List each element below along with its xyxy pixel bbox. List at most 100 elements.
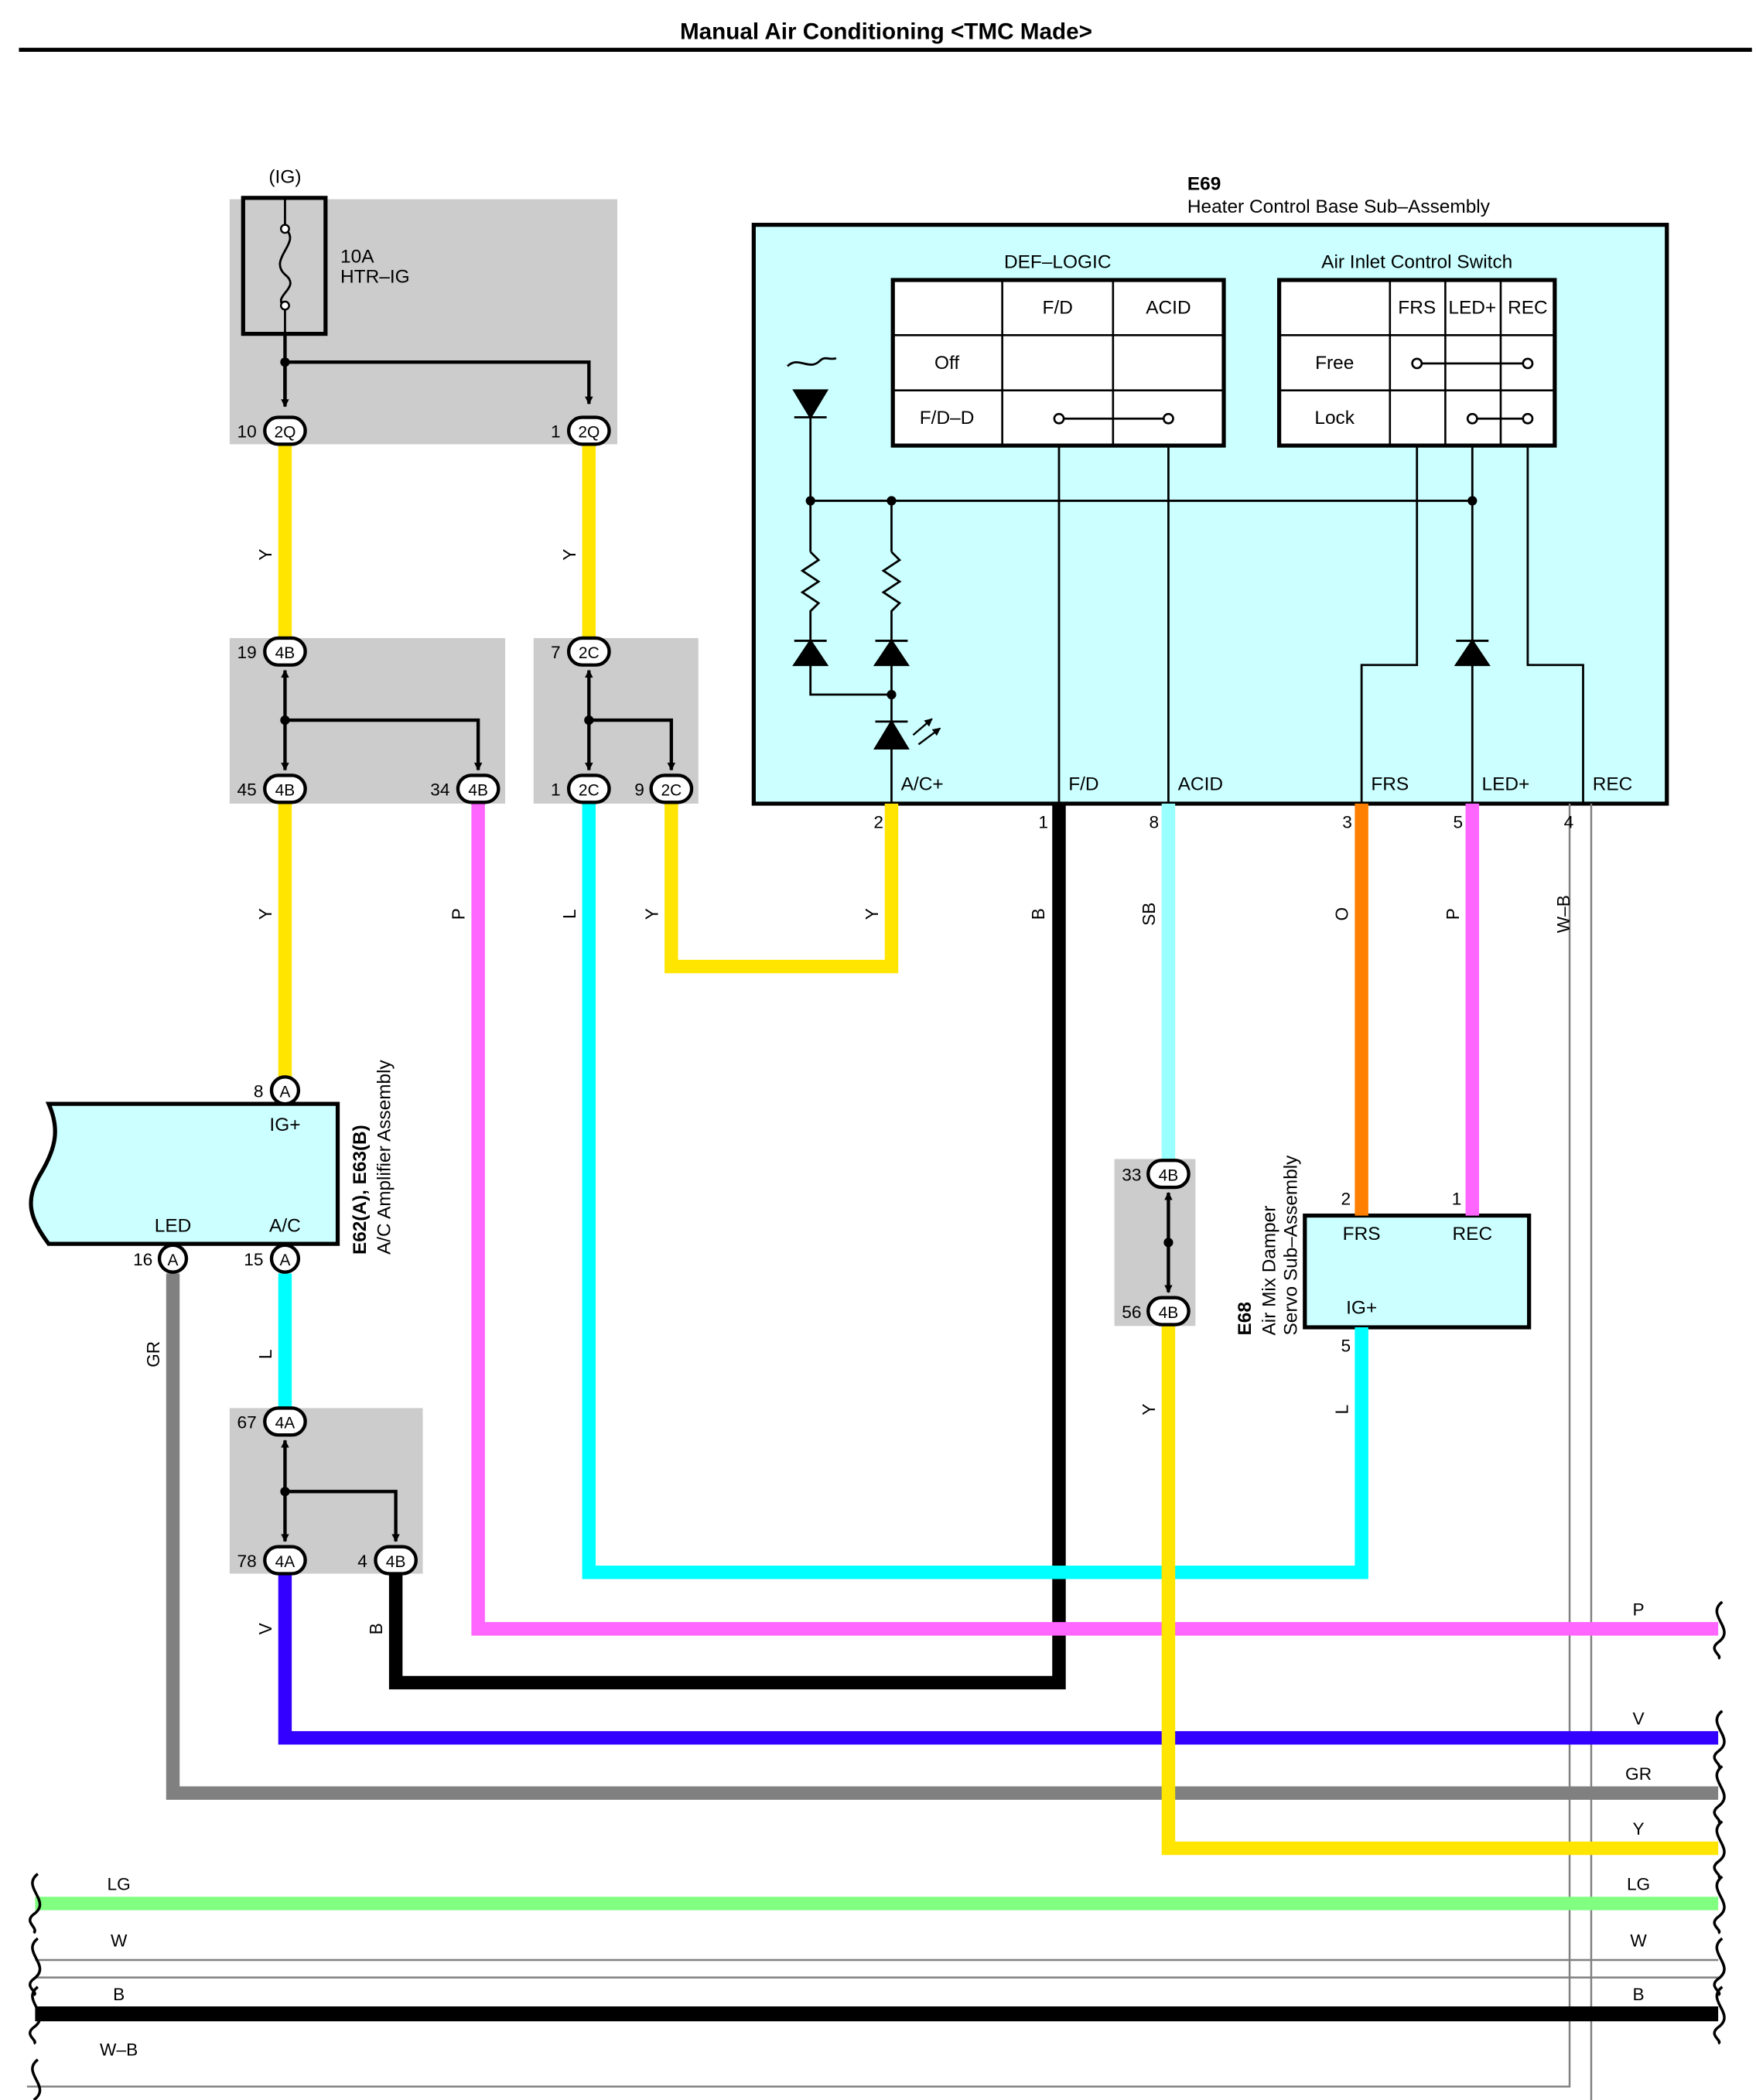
e68-rec-label: REC <box>1453 1224 1493 1245</box>
wire-w-white <box>35 1958 1719 1979</box>
amp-name: A/C Amplifier Assembly <box>374 1060 395 1255</box>
air-inlet-lock-node-rec <box>1522 412 1534 425</box>
node-bus-mid <box>887 496 897 506</box>
branch-right <box>881 500 902 804</box>
e68-frs-label: FRS <box>1343 1224 1381 1245</box>
connector-4b-19: 4B 19 <box>237 636 307 667</box>
e69-term-ac: A/C+ <box>901 774 944 795</box>
wire-label-right-b: B <box>1633 1984 1645 2004</box>
badge-shape <box>566 773 611 804</box>
connector-code: 4A <box>275 1553 296 1571</box>
air-inlet-col-frs: FRS <box>1398 298 1436 319</box>
connector-pin: 10 <box>237 422 257 442</box>
e69-name: Heater Control Base Sub–Assembly <box>1187 196 1491 217</box>
break-right-v <box>1713 1709 1726 1769</box>
connector-pin: 1 <box>551 780 561 800</box>
fuse-terminal-bottom <box>279 300 290 311</box>
e69-diodes <box>792 389 1491 750</box>
def-logic-col-fd: F/D <box>1043 298 1073 319</box>
diode-led-plus-icon <box>1454 638 1491 667</box>
wire-wb-rec <box>26 804 1593 2100</box>
fuse-terminal-top <box>279 224 290 234</box>
j4a-dot <box>280 1487 290 1497</box>
j4a-branch-line <box>285 1490 400 1542</box>
emission-arrow-2 <box>917 727 941 746</box>
e69-pin-led: 5 <box>1453 811 1463 831</box>
led-emission-arrows <box>912 718 941 746</box>
e68-name-line1: Air Mix Damper <box>1259 1206 1279 1336</box>
e69-pin-fd: 1 <box>1038 811 1048 831</box>
node-bus-right <box>1467 496 1478 506</box>
e69-nodes <box>805 496 1478 700</box>
wire-label-j4a-b: B <box>366 1623 386 1634</box>
connector-code: 4B <box>386 1553 406 1571</box>
j2c-branch-line <box>589 718 676 771</box>
diode-illum-icon <box>792 389 829 420</box>
break-right-b <box>1713 1986 1726 2045</box>
junction-lines <box>281 669 1173 1542</box>
wire-label-right-y: Y <box>1633 1818 1645 1839</box>
e68-ig-label: IG+ <box>1346 1298 1377 1319</box>
led-icon <box>873 719 910 750</box>
def-logic-node-fd <box>1053 412 1065 425</box>
badge-shape <box>374 1545 418 1576</box>
diode-mid-icon <box>873 638 910 667</box>
badge-shape <box>649 773 694 804</box>
route-frs <box>1360 446 1419 804</box>
terminal-conn: A <box>279 1083 290 1101</box>
terminal-circle <box>157 1243 189 1274</box>
badge-shape <box>263 1406 307 1437</box>
fuse-rating: 10A <box>340 246 374 267</box>
j4b-dot <box>280 715 290 726</box>
wire-label-j4a-v: V <box>255 1622 275 1634</box>
connector-code: 4B <box>468 782 488 800</box>
connector-code: 4B <box>275 782 296 800</box>
wire-label-right-w: W <box>1630 1931 1647 1951</box>
connector-4b-4: 4B 4 <box>357 1545 418 1576</box>
amp-ac-label: A/C <box>269 1215 301 1236</box>
connector-2q-1: 2Q 1 <box>551 415 611 446</box>
badge-shape <box>1146 1296 1191 1327</box>
badge-shape <box>456 773 500 804</box>
connector-pin: 9 <box>634 780 644 800</box>
route-rec <box>1526 446 1584 804</box>
connector-2c-9: 2C 9 <box>634 773 694 804</box>
fuse-region <box>229 199 617 445</box>
connector-4b-56: 4B 56 <box>1122 1296 1191 1327</box>
connector-4b-33: 4B 33 <box>1122 1159 1191 1190</box>
def-logic-table: DEF–LOGIC F/D ACID Off F/D–D <box>890 251 1226 448</box>
illumination-symbol <box>787 357 837 367</box>
connector-pin: 67 <box>237 1412 257 1432</box>
def-logic-col-acid: ACID <box>1146 298 1191 319</box>
connector-code: 2C <box>579 782 600 800</box>
connector-pin: 45 <box>237 780 257 800</box>
connector-pin: 1 <box>551 422 561 442</box>
e69-term-acid: ACID <box>1178 774 1223 795</box>
break-left-w <box>29 1937 42 1996</box>
badge-shape <box>263 773 307 804</box>
connector-code: 4B <box>1159 1166 1179 1184</box>
e68-pin-ig: 5 <box>1341 1335 1351 1355</box>
wire-y-56 <box>1161 1326 1719 1856</box>
air-inlet-row-free: Free <box>1315 353 1354 374</box>
wire-label-left-b: B <box>113 1984 125 2004</box>
connector-4b-45: 4B 45 <box>237 773 307 804</box>
fuse-element-icon <box>278 197 292 334</box>
connector-2c-7: 2C 7 <box>551 636 611 667</box>
terminal-pin: 16 <box>133 1249 152 1269</box>
e68-pin-rec: 1 <box>1452 1189 1462 1209</box>
wire-p-34 <box>471 804 1719 1636</box>
node-led-join <box>887 689 897 700</box>
j33-dot <box>1163 1238 1174 1248</box>
air-inlet-title: Air Inlet Control Switch <box>1321 251 1512 272</box>
break-right-w <box>1713 1937 1726 1996</box>
connector-badges: 2Q 10 2Q 1 4B 19 4B 45 4B 34 2C 7 <box>133 415 1191 1576</box>
def-logic-title: DEF–LOGIC <box>1004 251 1111 272</box>
wire-labels: Y Y Y P L Y Y B SB O P W–B GR L V B L Y … <box>100 548 1652 2059</box>
terminal-circle <box>269 1243 301 1274</box>
wire-l-2c <box>582 804 1368 1579</box>
wire-label-right-v: V <box>1633 1708 1645 1728</box>
e69-pin-acid: 8 <box>1150 811 1160 831</box>
connector-4b-34: 4B 34 <box>430 773 500 804</box>
branch-left <box>800 500 892 696</box>
